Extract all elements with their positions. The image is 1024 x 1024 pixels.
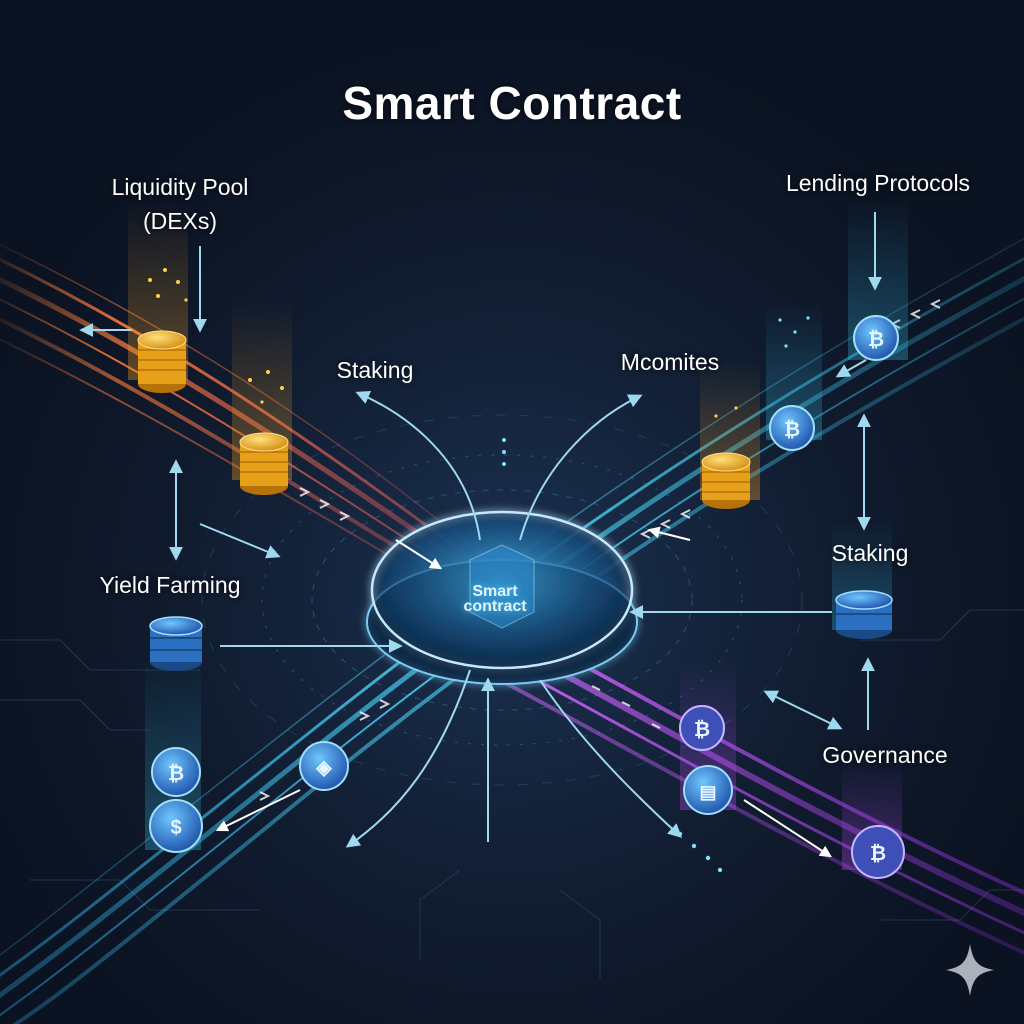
blue-token-coin-icon — [149, 315, 905, 879]
hub-rings — [201, 414, 803, 786]
liquidity-pool-line1: Liquidity Pool — [111, 174, 249, 200]
node-label-staking-left: Staking — [336, 357, 414, 383]
svg-text:₿: ₿ — [694, 719, 710, 741]
node-label-staking-right: Staking — [831, 540, 909, 566]
cyan-stream — [0, 237, 1024, 1024]
svg-text:₿: ₿ — [870, 843, 886, 865]
gold-coin-stack-icon — [701, 452, 751, 509]
sparkle-icon — [946, 944, 994, 996]
node-label-mcomites: Mcomites — [620, 349, 720, 375]
circuit-lines — [0, 609, 1024, 980]
gold-coin-stack-icon — [137, 330, 187, 393]
blue-coin-stack-icon — [149, 616, 203, 671]
gold-coin-stack-icon — [239, 432, 289, 495]
svg-text:₿: ₿ — [168, 763, 184, 785]
hub-label: Smart contract — [430, 583, 560, 615]
svg-text:$: $ — [170, 817, 181, 839]
blue-coin-stack-icon — [835, 590, 893, 639]
svg-text:₿: ₿ — [868, 329, 884, 351]
coin-glyphs: ₿ ₿ ◈ ₿ $ ₿ ▤ ₿ — [168, 329, 886, 865]
page-title: Smart Contract — [342, 77, 682, 129]
double-arrows — [215, 526, 833, 858]
node-label-liquidity-pool: Liquidity Pool (DEXs) — [70, 170, 290, 238]
connection-arrows — [79, 212, 882, 848]
svg-text:▤: ▤ — [699, 782, 716, 802]
hub-label-line1: Smart — [472, 583, 518, 600]
svg-text:₿: ₿ — [784, 419, 800, 441]
liquidity-pool-line2: (DEXs) — [142, 208, 218, 234]
hub-label-line2: contract — [463, 598, 527, 615]
node-label-yield-farming: Yield Farming — [99, 572, 241, 598]
svg-text:◈: ◈ — [315, 757, 332, 779]
node-label-lending-protocols: Lending Protocols — [785, 170, 971, 196]
sparkle-dots — [148, 268, 738, 418]
node-label-governance: Governance — [822, 742, 948, 768]
smart-contract-hub[interactable] — [366, 510, 638, 685]
